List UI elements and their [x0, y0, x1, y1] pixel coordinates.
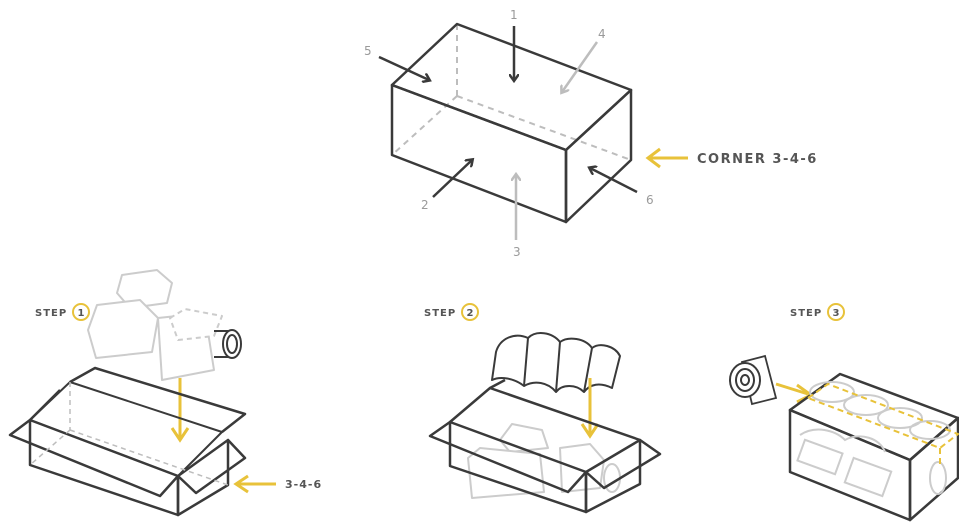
step-3-word: STEP: [790, 308, 822, 319]
arrow-2: [432, 160, 472, 198]
step-2-arrow-head: [580, 423, 600, 439]
step-2: STEP 2: [424, 303, 662, 514]
step-2-air-pillows: [491, 332, 621, 393]
number-5: 5: [364, 44, 372, 58]
step-2-open-box: [428, 378, 662, 514]
step-2-number: 2: [467, 308, 474, 319]
step-1-badge: [72, 303, 90, 321]
step-3-number: 3: [833, 308, 840, 319]
step-3-box: [788, 372, 959, 522]
step-3-tape-strip: [805, 382, 959, 466]
step-3-arrow: [775, 382, 809, 396]
number-4: 4: [598, 27, 606, 41]
step-3: STEP 3: [729, 303, 959, 522]
step-1-arrow-head: [170, 427, 190, 443]
step-3-badge: [827, 303, 845, 321]
arrow-4: [562, 41, 599, 92]
number-3: 3: [513, 245, 521, 259]
corner-arrow-head: [645, 147, 661, 169]
main-box-outline: [390, 22, 633, 224]
step-1-open-box: [8, 366, 247, 517]
step-2-contents: [467, 423, 621, 499]
number-2: 2: [421, 198, 429, 212]
step-1-number: 1: [78, 308, 85, 319]
main-box: 1 4 5 2 3 6 CORNER 3-4-6: [364, 8, 818, 259]
step-2-word: STEP: [424, 308, 456, 319]
step-1-items: [87, 269, 242, 381]
step-2-badge: [461, 303, 479, 321]
arrow-6: [590, 168, 638, 194]
tape-roll-icon: [729, 354, 778, 406]
arrow-5: [378, 55, 429, 80]
step-1-word: STEP: [35, 308, 67, 319]
corner-label: CORNER 3-4-6: [697, 152, 818, 167]
number-6: 6: [646, 193, 654, 207]
step-3-pillows: [796, 381, 951, 498]
step-1: STEP 1: [8, 269, 322, 517]
step-1-callout-arrow-head: [233, 474, 249, 494]
number-1: 1: [510, 8, 518, 22]
step-1-corner-label: 3-4-6: [285, 478, 322, 491]
